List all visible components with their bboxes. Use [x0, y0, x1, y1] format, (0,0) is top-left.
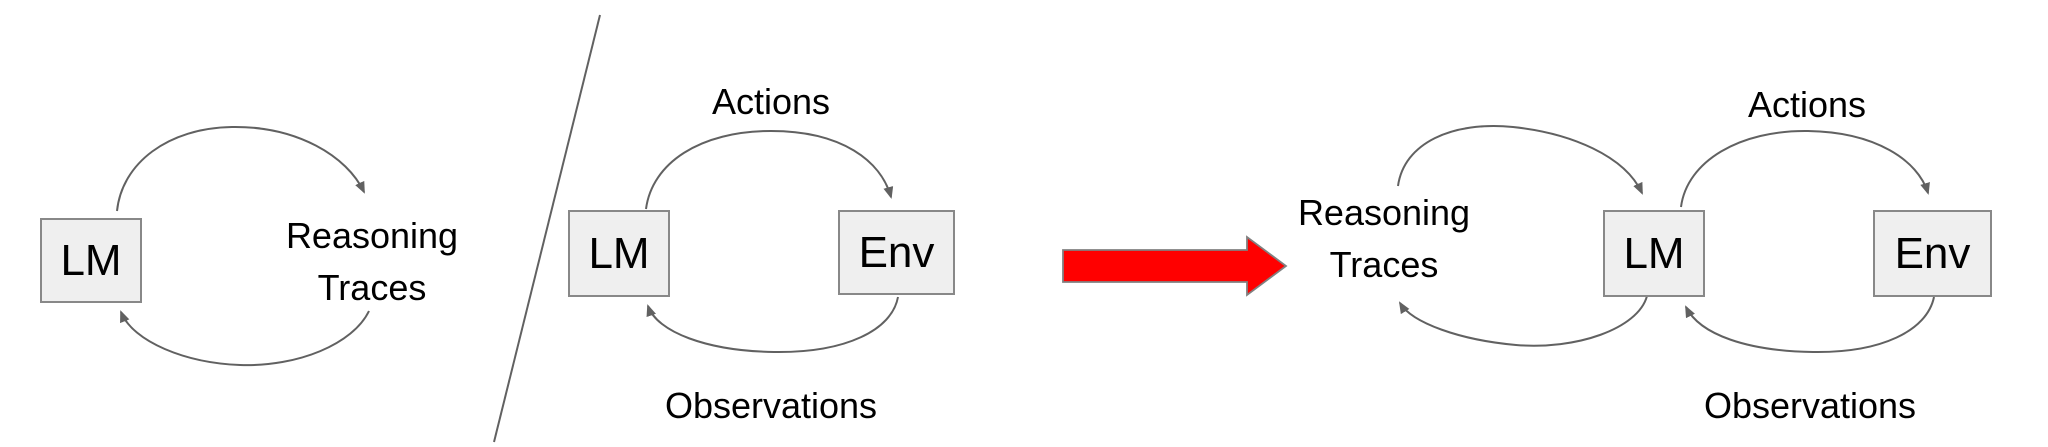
react-reasoning-traces-label-line2: Traces: [1329, 244, 1439, 285]
react-reasoning-traces-label: Reasoning Traces: [1298, 187, 1470, 291]
reason-lm-box: LM: [40, 218, 142, 303]
reasoning-traces-label-line1: Reasoning: [285, 215, 459, 256]
react-act-bottom-arc: [1685, 296, 1935, 354]
reason-loop-bottom-arc: [120, 310, 370, 367]
act-lm-box-label: LM: [588, 228, 650, 278]
react-act-top-arc: [1680, 129, 1930, 208]
react-env-box: Env: [1873, 210, 1992, 297]
react-reasoning-traces-label-line1: Reasoning: [1297, 192, 1471, 233]
reasoning-traces-label-line2: Traces: [317, 267, 427, 308]
reason-lm-box-label: LM: [60, 235, 122, 285]
react-reason-top-arc: [1397, 125, 1643, 195]
react-actions-label: Actions: [1747, 84, 1867, 125]
act-env-box-label: Env: [858, 227, 935, 277]
react-reason-bottom-arc: [1398, 295, 1648, 347]
act-env-box: Env: [838, 210, 955, 295]
act-observations-label: Observations: [664, 385, 878, 426]
act-actions-label: Actions: [711, 81, 831, 122]
divider-line-icon: [493, 14, 601, 443]
react-observations-label: Observations: [1703, 385, 1917, 426]
react-lm-box: LM: [1603, 210, 1705, 297]
act-loop-top-arc: [645, 129, 894, 210]
react-env-box-label: Env: [1894, 228, 1971, 278]
reasoning-traces-label: Reasoning Traces: [286, 210, 458, 314]
react-lm-box-label: LM: [1623, 228, 1685, 278]
reason-loop-top-arc: [116, 125, 365, 212]
act-lm-box: LM: [568, 210, 670, 297]
transform-arrow-icon: [1062, 235, 1288, 297]
act-loop-bottom-arc: [646, 296, 899, 354]
